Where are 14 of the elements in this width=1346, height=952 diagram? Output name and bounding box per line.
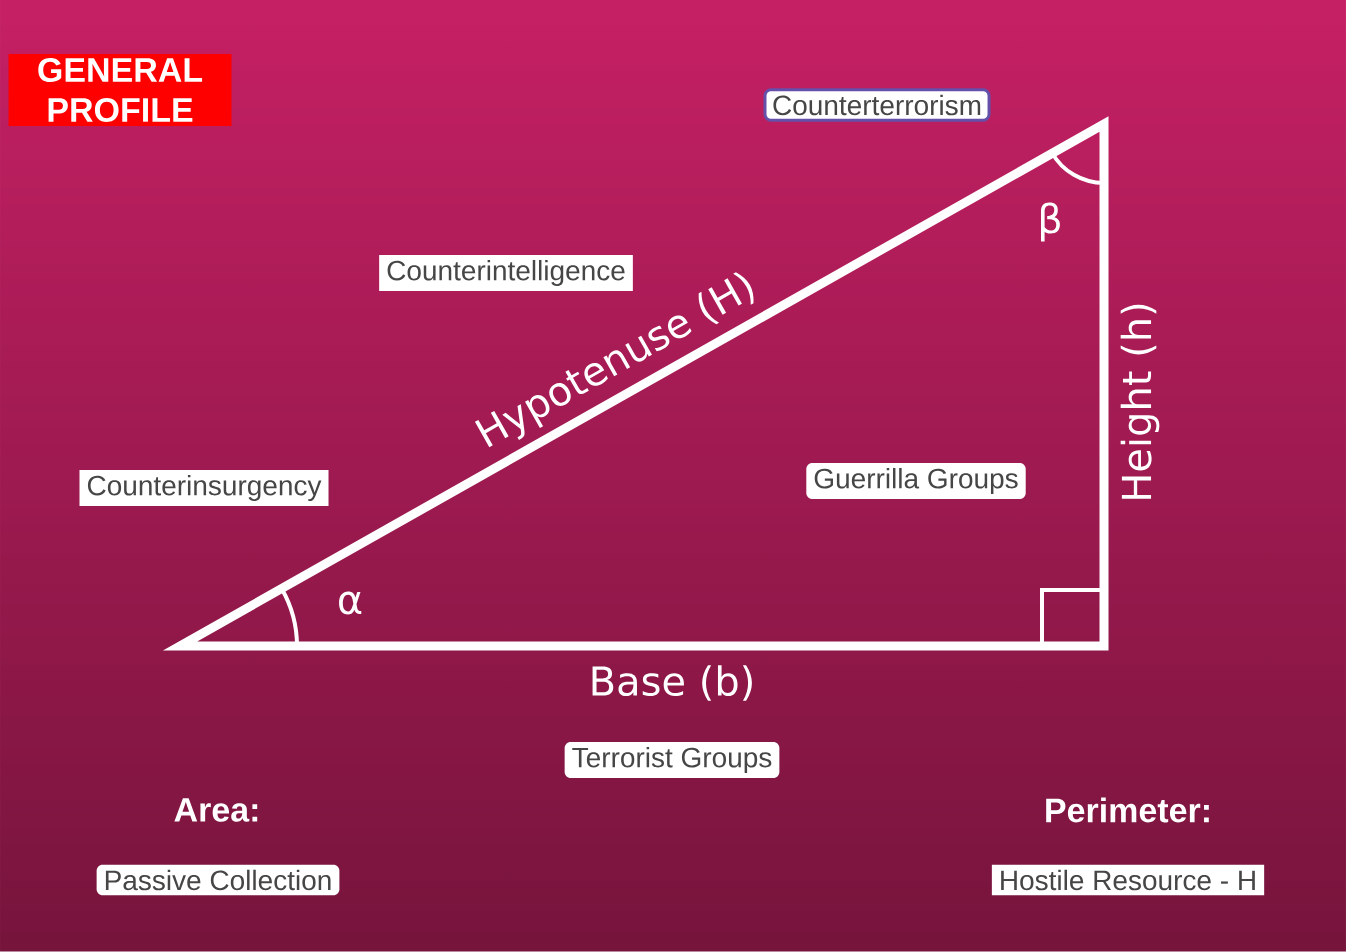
label-box: Terrorist Groups xyxy=(564,741,780,779)
label-box: Guerrilla Groups xyxy=(806,462,1026,500)
label-box: Hostile Resource - H xyxy=(991,864,1265,896)
side-label: Height (h) xyxy=(1120,304,1160,499)
heading-label: Area: xyxy=(174,798,258,822)
label-box: Counterintelligence xyxy=(379,254,633,292)
title-box: GENERAL PROFILE xyxy=(8,53,232,127)
angle-label: α xyxy=(339,591,362,615)
side-label: Base (b) xyxy=(592,665,752,701)
label-box: Passive Collection xyxy=(96,864,340,896)
heading-label: Perimeter: xyxy=(1046,797,1209,823)
label-box: Counterinsurgency xyxy=(79,469,329,507)
label-box: Counterterrorism xyxy=(763,88,991,122)
angle-label: β xyxy=(1041,202,1060,242)
